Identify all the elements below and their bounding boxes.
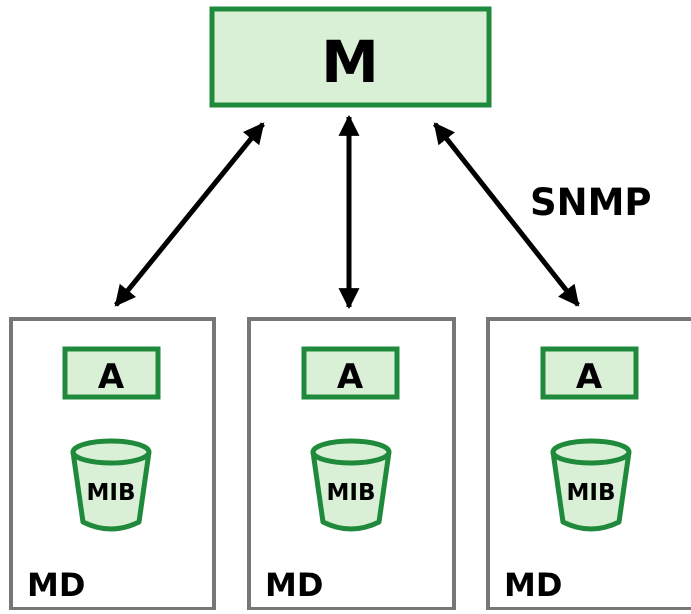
agent-label: A	[98, 357, 125, 397]
mib-database-icon	[70, 438, 152, 532]
connections	[114, 114, 580, 310]
device-label: MD	[27, 566, 85, 604]
manager-node: M	[209, 6, 492, 108]
arrow-left	[114, 122, 265, 307]
mib-database-icon	[550, 438, 632, 532]
mib-label: MIB	[567, 480, 616, 506]
agent-label: A	[337, 357, 364, 397]
agent-label: A	[576, 357, 603, 397]
device-label: MD	[504, 566, 562, 604]
agent-box	[301, 346, 400, 400]
mib-label: MIB	[327, 480, 376, 506]
manager-box	[209, 6, 492, 108]
managed-device-2: A MIB MD	[247, 317, 456, 611]
managed-device-1: A MIB MD	[9, 317, 216, 611]
device-label: MD	[265, 566, 323, 604]
mib-database-icon	[310, 438, 392, 532]
managed-device-3: A MIB MD	[486, 317, 691, 611]
protocol-label: SNMP	[530, 181, 652, 224]
mib-label: MIB	[87, 480, 136, 506]
agent-box	[62, 346, 161, 400]
arrow-right	[433, 122, 580, 307]
agent-box	[540, 346, 639, 400]
manager-label: M	[321, 28, 379, 96]
